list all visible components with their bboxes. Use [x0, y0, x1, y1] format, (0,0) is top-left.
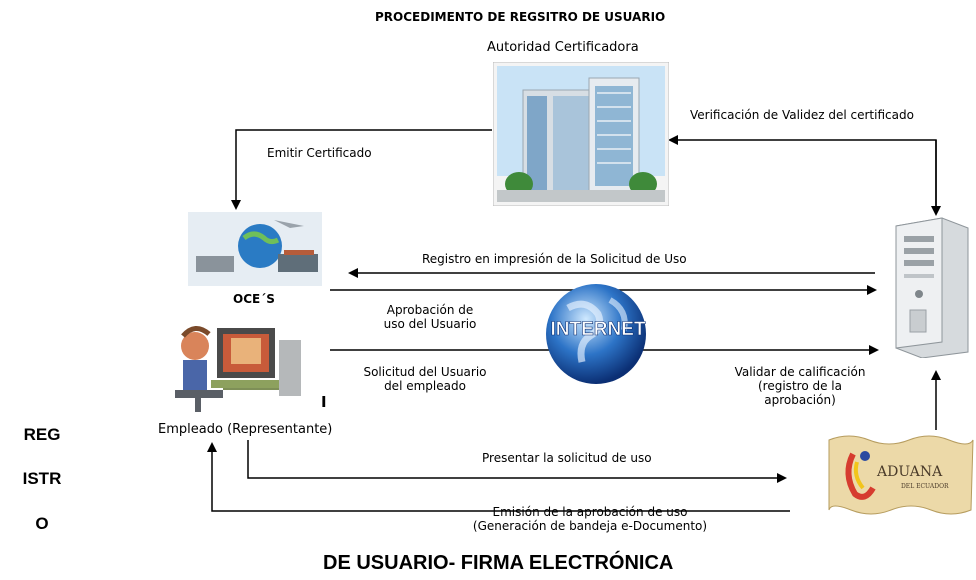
edge-label-aprobacion-line2: uso del Usuario	[383, 317, 477, 331]
edge-label-validar-line3: aprobación)	[764, 393, 836, 407]
edge-label-verificacion: Verificación de Validez del certificado	[690, 108, 914, 122]
edge-label-validar-line1: Validar de calificación	[734, 365, 866, 379]
server-image	[882, 216, 972, 359]
edge-emitir-certificado	[231, 129, 492, 210]
side-text-1: REG	[23, 425, 61, 444]
edge-label-emision-line2: (Generación de bandeja e-Documento)	[472, 519, 708, 533]
aduana-sub-text: DEL ECUADOR	[901, 483, 949, 490]
authority-label: Autoridad Certificadora	[487, 40, 639, 55]
edge-label-solicitud-line2: del empleado	[384, 379, 466, 393]
cursor-mark: I	[321, 393, 327, 411]
edge-label-presentar: Presentar la solicitud de uso	[482, 451, 652, 465]
edge-label-registro: Registro en impresión de la Solicitud de…	[422, 252, 687, 266]
oces-image	[188, 212, 322, 286]
edge-verificacion	[668, 135, 937, 212]
internet-globe: INTERNET	[528, 278, 668, 390]
aduana-image: ADUANA DEL ECUADOR	[825, 432, 975, 518]
oces-label: OCE´S	[233, 292, 275, 306]
edge-label-emitir: Emitir Certificado	[267, 146, 372, 160]
bottom-title: DE USUARIO- FIRMA ELECTRÓNICA	[323, 552, 674, 574]
edge-label-aprobacion-line1: Aprobación de	[386, 303, 474, 317]
side-text-3: O	[35, 514, 49, 533]
side-text-2: ISTR	[22, 469, 62, 488]
employee-label: Empleado (Representante)	[158, 422, 332, 437]
diagram-title: PROCEDIMENTO DE REGSITRO DE USUARIO	[375, 10, 666, 24]
employee-label-sub: (Representante)	[227, 422, 333, 437]
edge-presentar	[247, 440, 787, 483]
internet-label: INTERNET	[551, 319, 646, 340]
edge-label-validar-line2: (registro de la	[758, 379, 842, 393]
edge-label-aprobacion: Aprobación de uso del Usuario	[370, 303, 490, 331]
employee-label-main: Empleado	[158, 422, 223, 437]
edge-label-emision-line1: Emisión de la aprobación de uso	[492, 505, 688, 519]
edge-label-solicitud-line1: Solicitud del Usuario	[363, 365, 487, 379]
authority-building-image	[492, 61, 670, 207]
employee-image	[175, 320, 305, 416]
edge-label-validar: Validar de calificación (registro de la …	[720, 365, 880, 407]
edge-emision	[207, 442, 790, 512]
aduana-main-text: ADUANA	[876, 464, 943, 480]
edge-label-solicitud: Solicitud del Usuario del empleado	[350, 365, 500, 393]
edge-label-emision: Emisión de la aprobación de uso (Generac…	[420, 505, 760, 533]
